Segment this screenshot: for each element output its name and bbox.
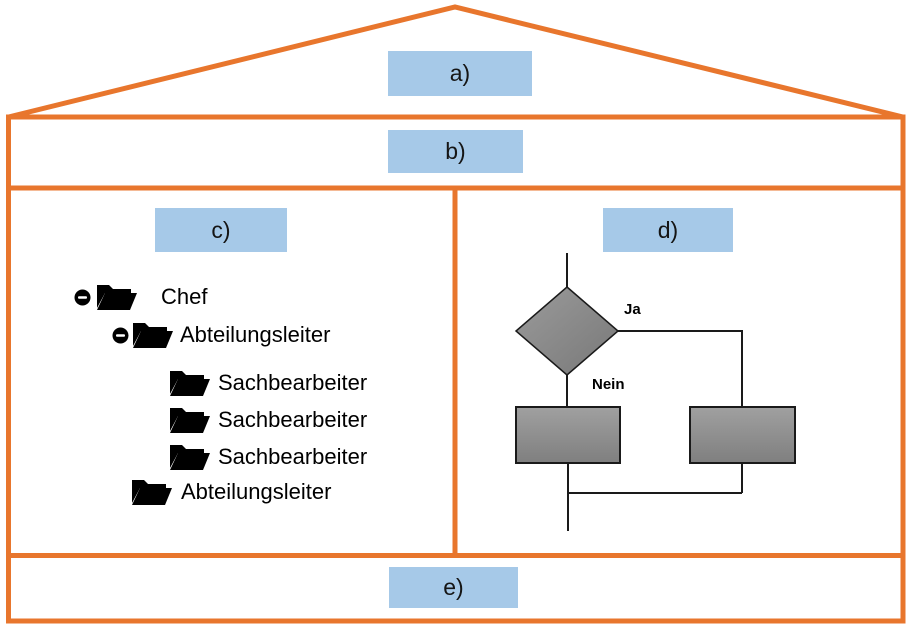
flow-line-merge	[567, 463, 743, 531]
tree-item-chef[interactable]: Chef	[74, 281, 207, 313]
open-folder-icon	[96, 282, 138, 312]
label-a-text: a)	[449, 60, 471, 86]
house-frame	[6, 4, 906, 624]
open-folder-icon	[169, 368, 211, 398]
decision-diamond	[514, 286, 620, 376]
label-slot-e[interactable]: e)	[389, 567, 518, 608]
label-e-text: e)	[443, 574, 464, 600]
open-folder-icon	[169, 442, 211, 472]
label-c-text: c)	[211, 216, 231, 243]
flowchart	[514, 253, 796, 531]
tree-item-label: Sachbearbeiter	[218, 370, 368, 395]
label-slot-c[interactable]: c)	[155, 208, 287, 252]
flow-line-yes-branch	[618, 330, 743, 407]
tree-item-sachbearbeiter-1[interactable]: Sachbearbeiter	[169, 368, 367, 398]
process-box-right	[689, 406, 796, 464]
tree-item-abteilungsleiter-2[interactable]: Abteilungsleiter	[131, 477, 331, 507]
tree-item-sachbearbeiter-3[interactable]: Sachbearbeiter	[169, 442, 367, 472]
label-b-text: b)	[445, 138, 466, 164]
flow-yes-label: Ja	[624, 301, 641, 318]
collapse-minus-icon[interactable]	[74, 289, 91, 306]
open-folder-icon	[131, 477, 173, 507]
collapse-minus-icon[interactable]	[112, 327, 129, 344]
label-slot-a[interactable]: a)	[388, 51, 532, 96]
open-folder-icon	[132, 320, 174, 350]
process-box-left	[515, 406, 621, 464]
label-slot-d[interactable]: d)	[603, 208, 733, 252]
tree-item-label: Sachbearbeiter	[218, 407, 368, 432]
label-slot-b[interactable]: b)	[388, 130, 523, 173]
tree-item-label: Abteilungsleiter	[181, 479, 332, 504]
roof-outline	[7, 4, 904, 120]
tree-item-sachbearbeiter-2[interactable]: Sachbearbeiter	[169, 405, 367, 435]
tree-item-label: Chef	[161, 284, 208, 309]
open-folder-icon	[169, 405, 211, 435]
tree-item-label: Sachbearbeiter	[218, 444, 368, 469]
tree-item-abteilungsleiter-1[interactable]: Abteilungsleiter	[112, 319, 330, 351]
label-d-text: d)	[657, 216, 679, 243]
flow-no-label: Nein	[592, 376, 625, 393]
tree-item-label: Abteilungsleiter	[180, 322, 331, 347]
